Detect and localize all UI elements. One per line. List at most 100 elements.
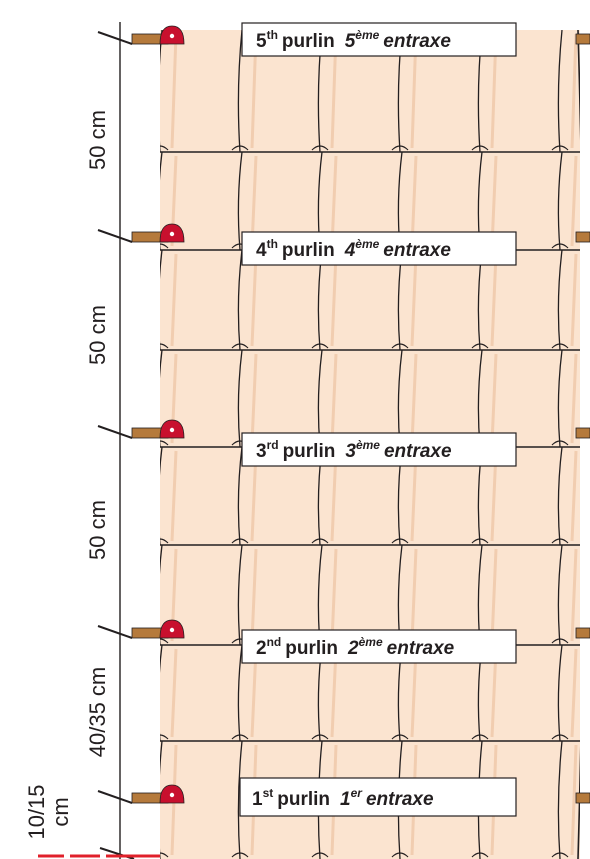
- tile-rib: [330, 353, 338, 444]
- dimension-label-5-4: 50 cm: [85, 110, 110, 170]
- tile-rib: [250, 253, 258, 347]
- tile-nose: [231, 734, 249, 740]
- dimension-labels: 50 cm 50 cm 50 cm 40/35 cm 10/15 cm: [24, 110, 110, 839]
- purlin-4: [97, 223, 590, 243]
- tile-joint: [160, 151, 163, 250]
- tile-rib: [170, 450, 178, 542]
- tile-nose: [391, 852, 409, 858]
- tile-nose: [160, 343, 169, 349]
- tile-rib: [570, 253, 578, 347]
- tile-joint: [237, 349, 243, 448]
- batten-right-end: [575, 427, 590, 439]
- tile-nose: [311, 538, 329, 544]
- tile-rib: [410, 155, 418, 247]
- tile-rib: [250, 353, 258, 444]
- tile-joint: [237, 740, 243, 859]
- tile-nose: [471, 538, 489, 544]
- tile-joint: [557, 249, 563, 351]
- dimension-label-4-3: 50 cm: [85, 305, 110, 365]
- tile-rib: [570, 33, 578, 149]
- tile-rib: [330, 648, 338, 738]
- tile-nose: [311, 343, 329, 349]
- hook-hole: [169, 427, 175, 433]
- dimension-tick: [97, 425, 133, 439]
- tile-rib: [570, 648, 578, 738]
- tile-nose: [391, 343, 409, 349]
- tile-nose: [391, 538, 409, 544]
- tile-nose: [311, 734, 329, 740]
- tile-nose: [311, 852, 329, 858]
- tile-rib: [410, 253, 418, 347]
- hook-hole: [169, 33, 175, 39]
- dimension-label-eave-line2: cm: [48, 797, 73, 826]
- purlin-1: [97, 784, 590, 804]
- tile-rib: [490, 548, 498, 642]
- tile-rib: [570, 548, 578, 642]
- tile-rib: [570, 744, 578, 856]
- tile-nose: [160, 734, 169, 740]
- tile-rib: [330, 548, 338, 642]
- tile-nose: [551, 852, 569, 858]
- tile-joint: [160, 446, 163, 545]
- tile-nose: [551, 243, 569, 249]
- tile-rib: [570, 155, 578, 247]
- dimension-tick: [97, 31, 133, 45]
- tile-joint: [557, 740, 563, 859]
- tile-joint: [557, 30, 563, 153]
- purlin-3: [97, 419, 590, 439]
- tile-nose: [231, 538, 249, 544]
- tile-rib: [490, 253, 498, 347]
- tile-rib: [490, 155, 498, 247]
- tile-joint: [557, 151, 563, 251]
- tile-rib: [410, 548, 418, 642]
- tile-nose: [551, 638, 569, 644]
- tile-nose: [160, 538, 169, 544]
- tile-rib: [170, 648, 178, 738]
- dimension-label-2-1: 40/35 cm: [85, 667, 110, 758]
- hook-hole: [169, 792, 175, 798]
- hook-hole: [169, 231, 175, 237]
- tile-joint: [237, 644, 243, 742]
- tile-rib: [570, 353, 578, 444]
- dimension-label-eave-line1: 10/15: [24, 784, 49, 839]
- tile-nose: [551, 440, 569, 446]
- tile-rib: [490, 353, 498, 444]
- tile-rib: [410, 648, 418, 738]
- tile-rib: [250, 648, 258, 738]
- tile-joint: [557, 349, 563, 448]
- tile-joint: [557, 544, 563, 646]
- tile-joint: [160, 644, 163, 741]
- tile-joint: [160, 249, 163, 350]
- tile-nose: [391, 145, 409, 151]
- tile-rib: [330, 155, 338, 247]
- tile-nose: [551, 145, 569, 151]
- tile-nose: [311, 145, 329, 151]
- tile-joint: [237, 151, 243, 251]
- purlin-2: [97, 619, 590, 639]
- tile-rib: [330, 253, 338, 347]
- dimension-tick: [97, 625, 133, 639]
- tile-rib: [170, 253, 178, 347]
- dimension-tick: [97, 229, 133, 243]
- purlin-5: [97, 25, 590, 45]
- batten-right-end: [575, 627, 590, 639]
- batten-right-end: [575, 792, 590, 804]
- tile-joint: [237, 249, 243, 351]
- tile-joint: [557, 446, 563, 546]
- tile-rib: [410, 353, 418, 444]
- tile-nose: [551, 538, 569, 544]
- tile-nose: [471, 852, 489, 858]
- tile-nose: [471, 343, 489, 349]
- hook-hole: [169, 627, 175, 633]
- tile-nose: [160, 440, 169, 446]
- tile-nose: [231, 852, 249, 858]
- tile-nose: [471, 145, 489, 151]
